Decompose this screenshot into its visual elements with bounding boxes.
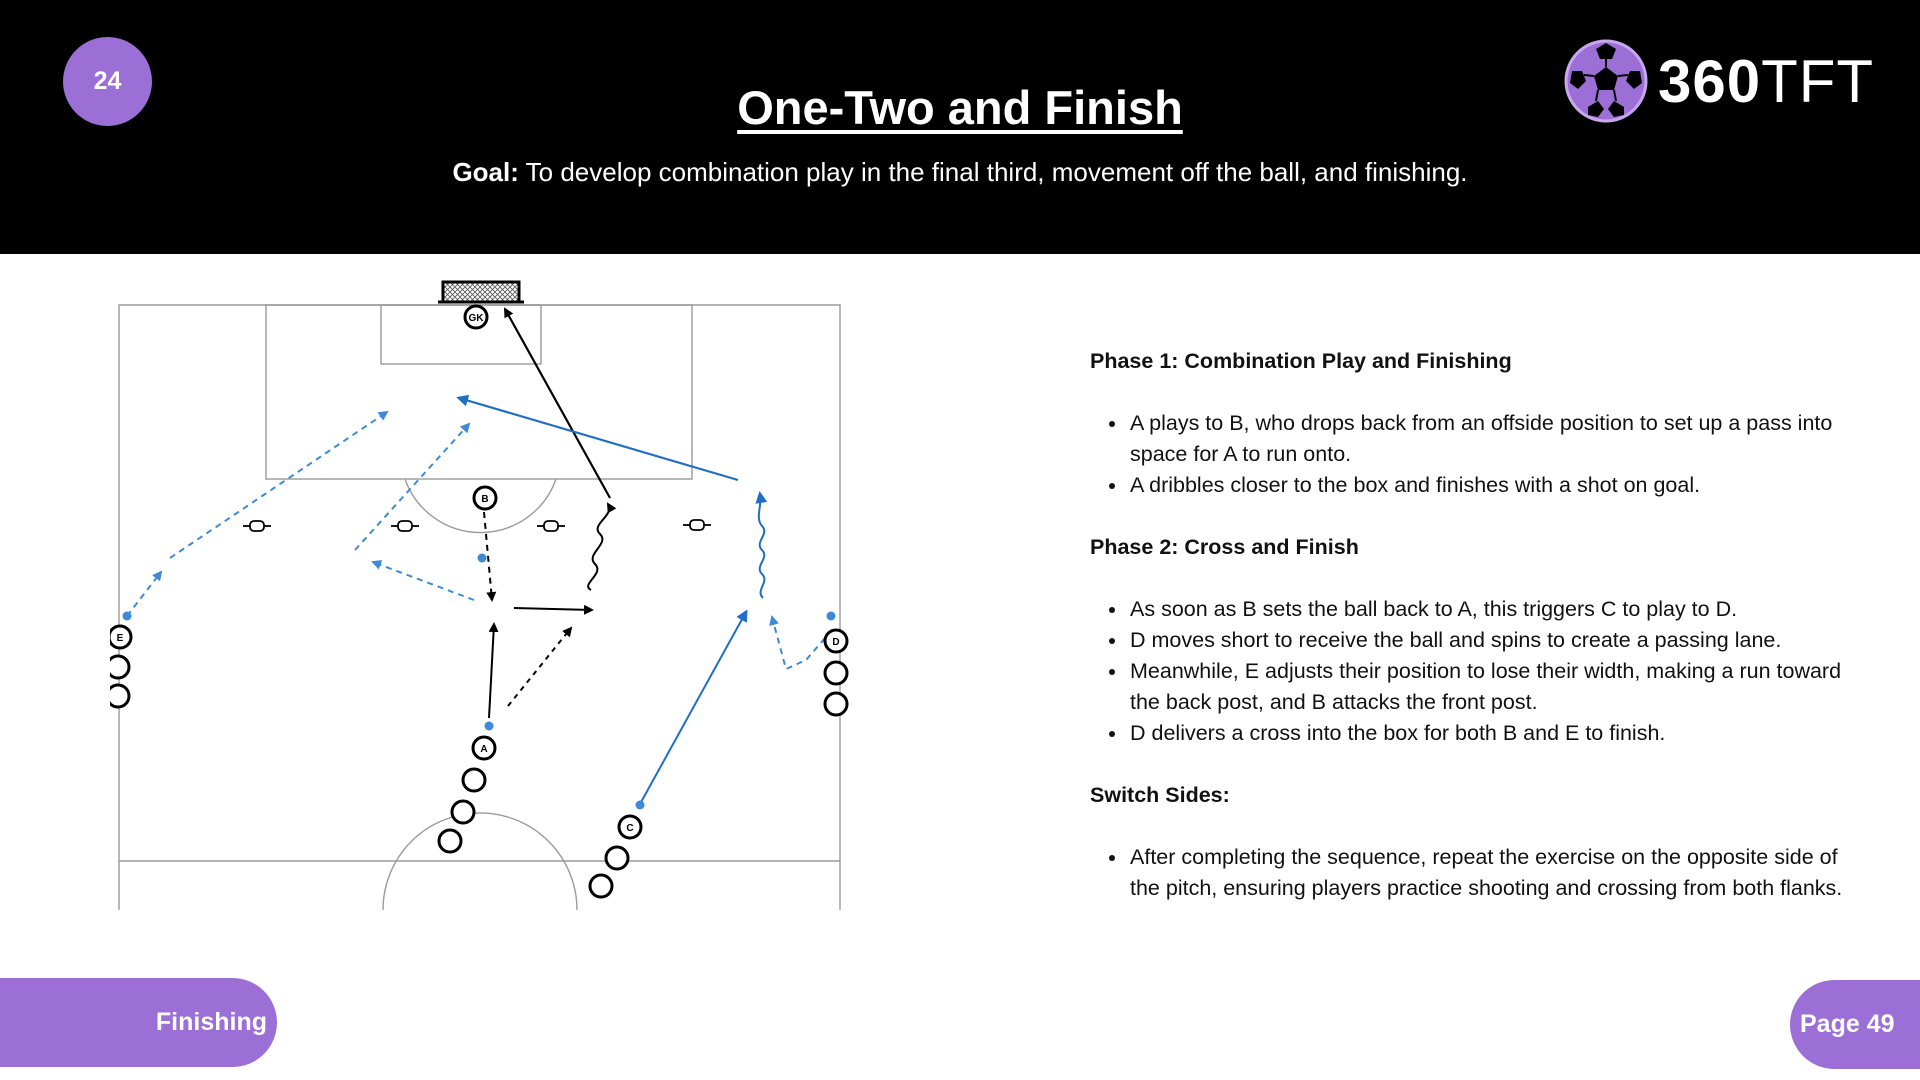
bullet-list-switch-sides: After completing the sequence, repeat th… <box>1090 842 1870 904</box>
player-b: B <box>472 485 498 511</box>
list-item: D moves short to receive the ball and sp… <box>1128 625 1870 656</box>
mannequin <box>391 520 419 532</box>
queue-player <box>823 691 849 717</box>
queue-player <box>823 660 849 686</box>
bullet-list-phase-1: A plays to B, who drops back from an off… <box>1090 408 1870 501</box>
goal-text: To develop combination play in the final… <box>518 157 1468 187</box>
player-label-e: E <box>117 633 124 644</box>
section-heading-switch-sides: Switch Sides: <box>1090 783 1230 807</box>
ball <box>826 611 836 621</box>
player-label-gk: GK <box>469 313 485 324</box>
movement-lines <box>126 307 833 805</box>
mannequin <box>243 520 271 532</box>
d-check-run <box>769 615 833 671</box>
logo-wordmark-light: TFT <box>1761 47 1875 115</box>
brand-logo: 360TFT <box>1562 37 1874 125</box>
list-item: As soon as B sets the ball back to A, th… <box>1128 594 1870 625</box>
queue-player <box>110 683 131 709</box>
a-run <box>507 626 573 707</box>
players: GK B A C D E <box>110 304 849 899</box>
ball <box>484 721 494 731</box>
instructions-panel: Phase 1: Combination Play and Finishing … <box>1090 346 1870 935</box>
bullet-list-phase-2: As soon as B sets the ball back to A, th… <box>1090 594 1870 749</box>
header-bar: 24 One-Two and Finish Goal: To develop c… <box>0 0 1920 254</box>
queue-player <box>437 828 463 854</box>
d-cross <box>456 394 739 482</box>
player-e: E <box>110 624 133 650</box>
queue-player <box>450 799 476 825</box>
list-item: A plays to B, who drops back from an off… <box>1128 408 1870 470</box>
drill-diagram: GK B A C D E <box>110 280 849 911</box>
pass-b-to-space <box>513 604 594 615</box>
ball <box>122 611 132 621</box>
a-shot <box>504 307 611 499</box>
ball <box>635 800 645 810</box>
category-tab: Finishing <box>0 978 277 1067</box>
pitch-markings <box>118 304 841 911</box>
d-dribble <box>755 491 768 599</box>
e-run-2 <box>169 410 389 559</box>
queue-player <box>110 654 131 680</box>
list-item: A dribbles closer to the box and finishe… <box>1128 470 1870 501</box>
list-item: After completing the sequence, repeat th… <box>1128 842 1870 904</box>
b-run-back <box>371 560 475 601</box>
player-d: D <box>823 628 849 654</box>
logo-wordmark: 360TFT <box>1658 47 1874 116</box>
page-title: One-Two and Finish <box>737 81 1183 134</box>
queue-player <box>461 767 487 793</box>
queue-player <box>588 873 614 899</box>
soccer-ball-icon <box>1564 39 1648 123</box>
ball <box>477 553 487 563</box>
player-a: A <box>471 735 497 761</box>
queue-player <box>604 845 630 871</box>
player-gk: GK <box>463 304 489 330</box>
b-drop-run <box>483 511 497 602</box>
player-c: C <box>617 814 643 840</box>
mannequin-markers <box>243 519 711 532</box>
balls <box>122 553 836 810</box>
pass-c-to-d <box>639 609 748 805</box>
pass-a-to-b <box>488 622 499 719</box>
list-item: D delivers a cross into the box for both… <box>1128 718 1870 749</box>
list-item: Meanwhile, E adjusts their position to l… <box>1128 656 1870 718</box>
goal-label: Goal: <box>452 157 519 187</box>
e-run-1 <box>126 570 163 617</box>
page-number-tab: Page 49 <box>1790 980 1920 1069</box>
mannequin <box>537 520 565 532</box>
mannequin <box>683 519 711 531</box>
goal-statement: Goal: To develop combination play in the… <box>0 157 1920 188</box>
goal <box>438 280 524 304</box>
player-label-b: B <box>481 494 488 505</box>
player-label-a: A <box>480 744 487 755</box>
section-heading-phase-1: Phase 1: Combination Play and Finishing <box>1090 349 1512 373</box>
a-dribble <box>587 502 617 591</box>
drill-number-badge: 24 <box>63 37 152 126</box>
logo-wordmark-bold: 360 <box>1658 47 1762 115</box>
section-heading-phase-2: Phase 2: Cross and Finish <box>1090 535 1359 559</box>
player-label-c: C <box>626 823 633 834</box>
b-run-front-post <box>354 422 471 551</box>
player-label-d: D <box>832 637 839 648</box>
